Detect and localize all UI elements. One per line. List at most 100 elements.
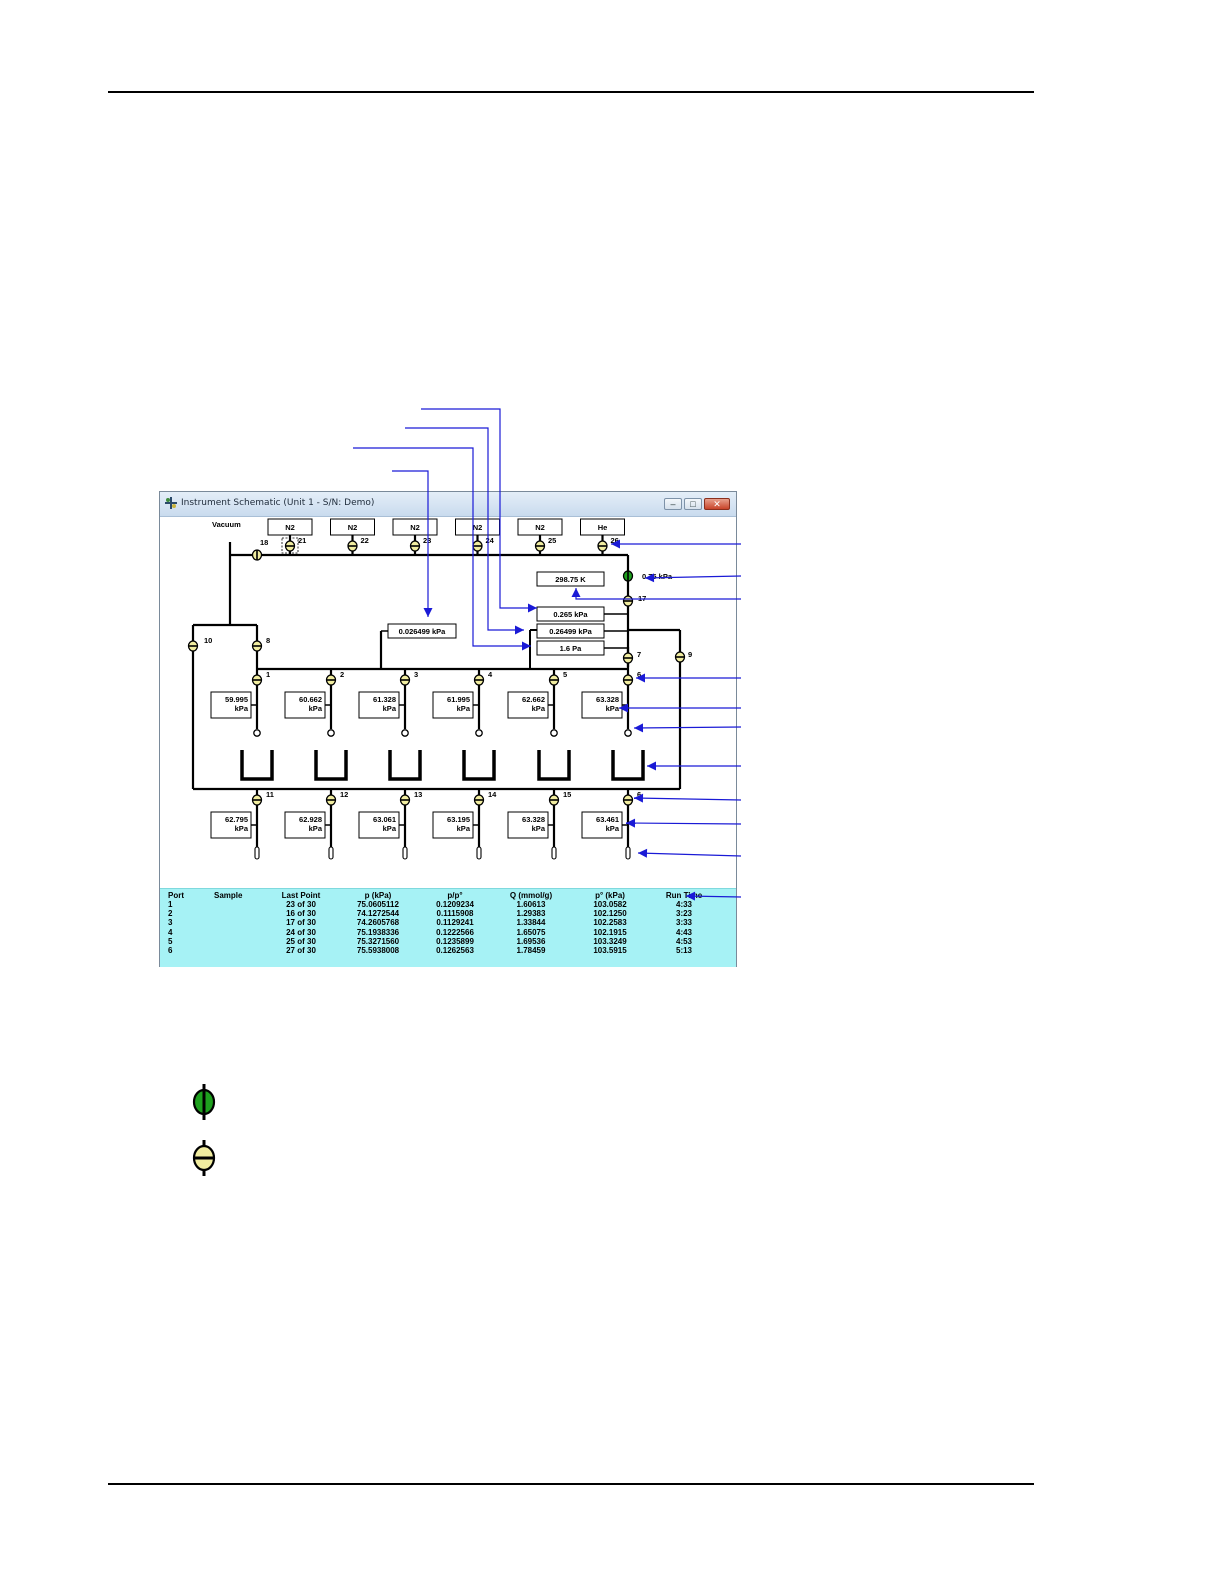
degas-port-2-pressure-unit: kPa bbox=[309, 824, 323, 833]
window-title: Instrument Schematic (Unit 1 - S/N: Demo… bbox=[181, 498, 375, 508]
table-row-cell-5: 1.65075 bbox=[516, 927, 546, 937]
window-titlebar[interactable]: Instrument Schematic (Unit 1 - S/N: Demo… bbox=[160, 492, 736, 517]
table-header-row-cell-5: Q (mmol/g) bbox=[509, 891, 553, 900]
degas-port-1-pressure-unit: kPa bbox=[235, 824, 249, 833]
valve-port-2[interactable] bbox=[325, 674, 337, 686]
port-5-pressure-value: 62.662 bbox=[522, 695, 545, 704]
callout-transducer-2 bbox=[405, 427, 524, 635]
valve-26-label: 26 bbox=[611, 536, 619, 545]
port-3-bulb bbox=[401, 729, 409, 737]
callout-manifold-pressure bbox=[392, 470, 433, 617]
dewar-6 bbox=[611, 750, 645, 781]
port-6-bulb bbox=[624, 729, 632, 737]
port-3-pressure-unit: kPa bbox=[383, 704, 397, 713]
degas-port-6-pressure-value: 63.461 bbox=[596, 815, 619, 824]
valve-7-label: 7 bbox=[637, 650, 641, 659]
valve-8[interactable] bbox=[251, 640, 263, 652]
table-row-cell-2: 17 of 30 bbox=[286, 918, 316, 928]
port-5-bulb bbox=[550, 729, 558, 737]
callout-valve-16 bbox=[644, 573, 742, 583]
valve-degas-2[interactable] bbox=[325, 794, 337, 806]
valve-21[interactable] bbox=[284, 540, 296, 552]
port-5-pressure-unit: kPa bbox=[532, 704, 546, 713]
degas-port-5-pressure-unit: kPa bbox=[532, 824, 546, 833]
port-4-pressure-unit: kPa bbox=[457, 704, 471, 713]
valve-port-3[interactable] bbox=[399, 674, 411, 686]
port-2-pressure-value: 60.662 bbox=[299, 695, 322, 704]
valve-9[interactable] bbox=[674, 651, 686, 663]
valve-25[interactable] bbox=[534, 540, 546, 552]
gas-inlet-6-text: He bbox=[598, 523, 608, 532]
valve-16[interactable] bbox=[622, 570, 634, 582]
instrument-schematic-window: Instrument Schematic (Unit 1 - S/N: Demo… bbox=[159, 491, 737, 967]
minimize-button[interactable]: – bbox=[664, 498, 682, 510]
port-1-bulb bbox=[253, 729, 261, 737]
valve-degas-3[interactable] bbox=[399, 794, 411, 806]
degas-port-5-tube bbox=[551, 846, 557, 860]
degas-port-1-pressure-value: 62.795 bbox=[225, 815, 248, 824]
port-6-pressure-box bbox=[581, 691, 623, 719]
table-row-cell-5: 1.69536 bbox=[516, 936, 546, 946]
valve-degas-3-label: 13 bbox=[414, 790, 422, 799]
valve-port-2-label: 2 bbox=[340, 670, 344, 679]
degas-port-5-pressure-value: 63.328 bbox=[522, 815, 545, 824]
table-row-cell-4: 0.1262563 bbox=[436, 946, 474, 955]
gas-inlet-3-text: N2 bbox=[410, 523, 420, 532]
valve-degas-1[interactable] bbox=[251, 794, 263, 806]
table-row-cell-0: 1 bbox=[168, 900, 173, 909]
degas-port-2-pressure-value: 62.928 bbox=[299, 815, 322, 824]
valve-26[interactable] bbox=[597, 540, 608, 552]
valve-degas-5[interactable] bbox=[548, 794, 560, 806]
valve-port-5[interactable] bbox=[548, 674, 560, 686]
valve-18[interactable] bbox=[251, 549, 263, 561]
valve-22[interactable] bbox=[347, 540, 358, 552]
maximize-button[interactable]: □ bbox=[684, 498, 702, 510]
degas-port-4-pressure-value: 63.195 bbox=[447, 815, 470, 824]
port-6-pressure-unit: kPa bbox=[606, 704, 620, 713]
valve-closed-icon bbox=[192, 1140, 216, 1176]
valve-port-1[interactable] bbox=[251, 674, 263, 686]
table-row-cell-0: 6 bbox=[168, 946, 173, 955]
valve-degas-4[interactable] bbox=[473, 794, 485, 806]
valve-23-label: 23 bbox=[423, 536, 431, 545]
gas-inlet-2-text: N2 bbox=[348, 523, 358, 532]
table-header-row-cell-6: p° (kPa) bbox=[595, 891, 625, 900]
table-row-cell-2: 27 of 30 bbox=[286, 946, 316, 955]
valve-port-1-label: 1 bbox=[266, 670, 270, 679]
table-row-cell-0: 4 bbox=[168, 927, 173, 937]
dewar-5 bbox=[537, 750, 571, 781]
schematic-app-icon bbox=[165, 497, 177, 509]
table-row-cell-5: 1.29383 bbox=[516, 909, 546, 919]
valve-10[interactable] bbox=[187, 640, 199, 652]
table-row-cell-0: 2 bbox=[168, 909, 173, 919]
port-4-bulb bbox=[475, 729, 483, 737]
callout-run-time bbox=[685, 891, 742, 901]
degas-port-4-pressure-box bbox=[432, 811, 474, 839]
callout-port-pressure bbox=[619, 703, 741, 713]
close-button[interactable]: ✕ bbox=[704, 498, 730, 510]
table-row-cell-2: 23 of 30 bbox=[286, 900, 316, 909]
header-rule bbox=[108, 91, 1034, 93]
valve-degas-6-label: 6 bbox=[637, 790, 641, 799]
valve-degas-6[interactable] bbox=[622, 794, 634, 806]
valve-23[interactable] bbox=[409, 540, 421, 552]
table-row-cell-3: 75.0605112 bbox=[357, 900, 399, 909]
valve-degas-1-label: 11 bbox=[266, 790, 274, 799]
table-row-cell-6: 102.1250 bbox=[593, 909, 627, 919]
callout-transducer-3 bbox=[353, 447, 531, 651]
valve-port-4[interactable] bbox=[473, 674, 485, 686]
table-row-cell-7: 3:33 bbox=[675, 918, 693, 928]
valve-24-label: 24 bbox=[486, 536, 495, 545]
degas-port-3-tube bbox=[402, 846, 408, 860]
table-header-row-cell-1: Sample bbox=[214, 891, 243, 900]
valve-7[interactable] bbox=[622, 652, 634, 664]
dewar-3 bbox=[388, 750, 422, 781]
table-row-cell-4: 0.1222566 bbox=[436, 927, 474, 937]
table-row-cell-5: 1.60613 bbox=[516, 900, 546, 909]
valve-port-6[interactable] bbox=[622, 674, 634, 686]
degas-port-6-pressure-box bbox=[581, 811, 623, 839]
